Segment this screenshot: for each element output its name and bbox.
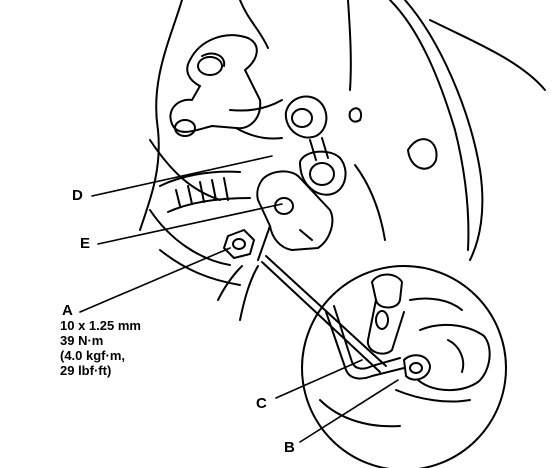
knuckle-housing (139, 0, 546, 286)
detail-circle (301, 265, 507, 468)
label-a: A (62, 302, 73, 319)
torque-kgf: (4.0 kgf·m, (60, 348, 126, 363)
flange-nut-a (223, 229, 255, 259)
upper-bracket (169, 34, 283, 140)
leader-lines (79, 155, 399, 443)
label-e: E (80, 235, 91, 252)
torque-lbf: 29 lbf·ft) (60, 363, 112, 378)
bolt-size: 10 x 1.25 mm (60, 318, 141, 333)
stabilizer-link (284, 95, 362, 196)
torque-spec: 10 x 1.25 mm 39 N·m (4.0 kgf·m, 29 lbf·f… (60, 318, 141, 378)
leader-a (79, 247, 231, 313)
leader-d (91, 155, 273, 197)
leader-b (299, 379, 399, 443)
torque-nm: 39 N·m (60, 333, 104, 348)
detail-contents (319, 273, 491, 428)
label-d: D (72, 187, 83, 204)
label-c: C (256, 395, 267, 412)
leader-e (97, 203, 283, 245)
ribbed-boot (159, 170, 251, 213)
label-b: B (284, 439, 295, 456)
leader-c (275, 359, 363, 399)
